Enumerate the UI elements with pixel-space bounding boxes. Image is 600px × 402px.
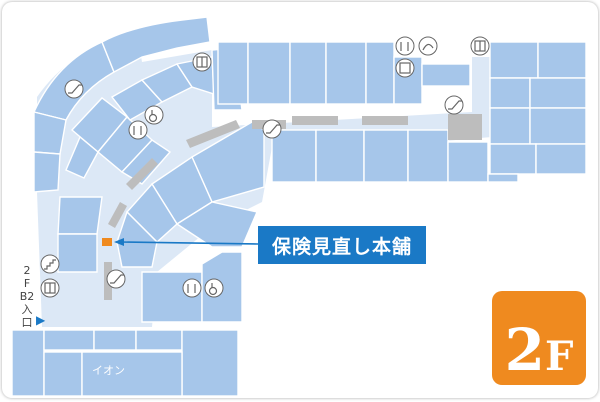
callout-arrowhead: [114, 238, 124, 246]
escalator-icon: [444, 95, 464, 115]
target-store-marker[interactable]: [102, 238, 112, 246]
restroom-icon: [182, 278, 202, 298]
accessible-icon: [204, 278, 224, 298]
entrance-line-2: F: [23, 277, 31, 290]
entrance-line-1: 2: [23, 264, 31, 277]
callout-line: [119, 241, 259, 245]
entrance-arrow-icon: ▶: [36, 313, 46, 327]
elevator-icon: [192, 52, 212, 72]
north-row-stores: [217, 41, 587, 109]
escalator-icon: [64, 79, 84, 99]
restroom-icon: [128, 120, 148, 140]
floor-map: [11, 16, 587, 397]
restroom-icon: [395, 36, 415, 56]
elevator-icon: [40, 278, 60, 298]
entrance-line-4: 入: [21, 303, 33, 316]
store-callout-label[interactable]: 保険見直し本舗: [258, 226, 426, 264]
entrance-line-5: 口: [21, 316, 33, 329]
east-stores: [489, 107, 587, 175]
anchor-store-label: イオン: [92, 364, 125, 377]
entrance-label: 2 F B2 入 口: [14, 264, 40, 329]
entrance-line-3: B2: [19, 290, 35, 303]
escalator-icon: [262, 119, 282, 139]
bottom-stores: [11, 329, 239, 397]
south-row-stores: [271, 129, 519, 183]
floor-suffix: F: [544, 333, 574, 380]
escalator-icon: [106, 269, 126, 289]
baby-room-icon: [418, 36, 438, 56]
accessible-icon: [144, 105, 164, 125]
elevator-icon: [395, 58, 415, 78]
stairs-icon: [40, 254, 60, 274]
floor-number: 2: [504, 316, 545, 384]
elevator-icon: [470, 36, 490, 56]
